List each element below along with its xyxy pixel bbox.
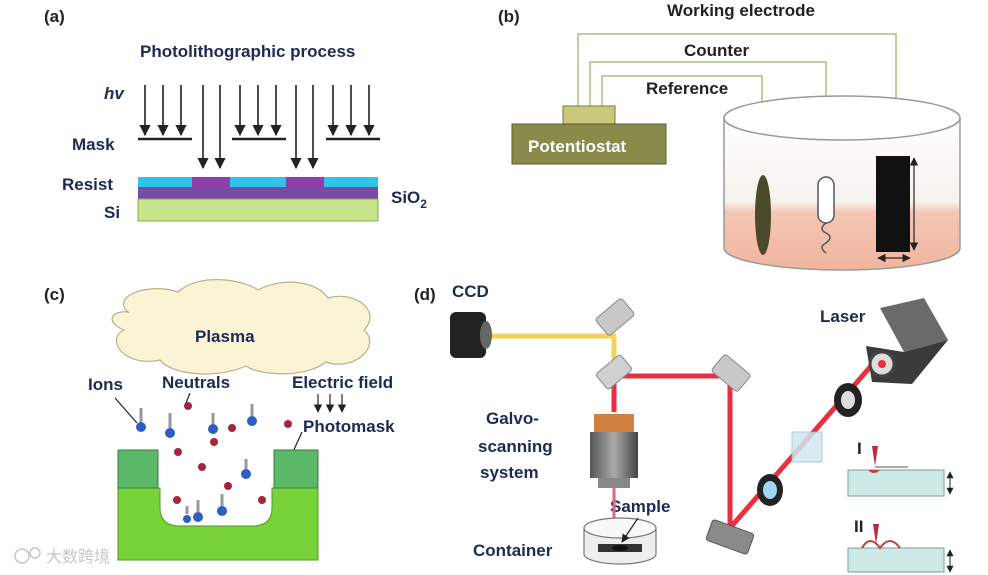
- ccd-camera: [450, 312, 492, 358]
- laser-label: Laser: [820, 307, 866, 326]
- panel-b: (b) Working electrode Counter Reference …: [498, 1, 961, 271]
- electric-field-label: Electric field: [292, 373, 393, 392]
- mirror-right: [711, 354, 751, 392]
- sio2-layer: [138, 187, 378, 199]
- galvo-label-line2: scanning: [478, 437, 553, 456]
- ion: [247, 404, 257, 426]
- si-layer: [137, 198, 379, 222]
- ccd-label: CCD: [452, 282, 489, 301]
- panel-d: (d) CCD Laser Galvo- scanning system Sam…: [414, 282, 954, 573]
- mirror-top: [595, 298, 635, 336]
- si-label: Si: [104, 203, 120, 222]
- counter-electrode: [817, 176, 835, 254]
- reference-electrode: [755, 175, 771, 255]
- ion: [165, 413, 175, 438]
- sample-label: Sample: [610, 497, 670, 516]
- panel-a: (a) Photolithographic process hv Mask Re…: [44, 7, 427, 222]
- galvo-scanner: [590, 414, 638, 488]
- container-label: Container: [473, 541, 553, 560]
- panel-d-tag: (d): [414, 285, 436, 304]
- substrate: [117, 487, 319, 561]
- galvo-label-line3: system: [480, 463, 539, 482]
- mask-label: Mask: [72, 135, 115, 154]
- photomask-label: Photomask: [303, 417, 395, 436]
- ion: [217, 494, 227, 516]
- sample-container: [583, 517, 657, 565]
- photomask-left: [117, 449, 159, 489]
- inset-i: I: [847, 439, 954, 497]
- light-arrows-short: [139, 85, 375, 137]
- mirror-dichroic: [596, 354, 632, 390]
- light-arrows-long: [197, 85, 319, 170]
- lens-upper: [834, 383, 862, 417]
- inset-i-label: I: [857, 439, 862, 458]
- laser-source: [866, 298, 948, 384]
- reference-label: Reference: [646, 79, 728, 98]
- neutral-particles: [173, 402, 292, 504]
- sio2-label: SiO2: [391, 188, 427, 211]
- potentiostat-label: Potentiostat: [528, 137, 627, 156]
- ions-label: Ions: [88, 375, 123, 394]
- ion: [193, 500, 203, 522]
- panel-b-tag: (b): [498, 7, 520, 26]
- panel-a-tag: (a): [44, 7, 65, 26]
- potentiostat-box: [511, 123, 667, 165]
- photomask-right: [273, 449, 319, 489]
- neutrals-label: Neutrals: [162, 373, 230, 392]
- ion: [241, 459, 251, 479]
- potentiostat-connector: [562, 105, 616, 125]
- ions-pointer: [114, 397, 138, 424]
- beam-splitter-cube: [791, 431, 823, 463]
- resist-layer: [138, 177, 378, 187]
- ion: [136, 408, 146, 432]
- galvo-label-line1: Galvo-: [486, 409, 539, 428]
- panel-c: (c) Plasma Ions Neutrals Electric field …: [44, 279, 395, 561]
- lens-lower: [757, 474, 783, 506]
- working-electrode: [876, 156, 910, 252]
- panel-c-tag: (c): [44, 285, 65, 304]
- electric-field-arrows: [313, 394, 347, 413]
- ion: [183, 506, 191, 523]
- counter-label: Counter: [684, 41, 750, 60]
- watermark-text: 大数跨境: [46, 547, 110, 566]
- inset-ii-label: II: [854, 517, 863, 536]
- ion: [208, 413, 218, 434]
- resist-label: Resist: [62, 175, 113, 194]
- watermark: 大数跨境: [14, 547, 110, 566]
- plasma-cloud: [111, 279, 371, 375]
- panel-a-title: Photolithographic process: [140, 42, 355, 61]
- inset-ii: II: [847, 517, 954, 573]
- neutrals-pointer: [185, 392, 191, 404]
- sample-pointer: [621, 517, 639, 543]
- hv-label: hv: [104, 84, 125, 103]
- plasma-label: Plasma: [195, 327, 255, 346]
- mirror-bottom: [705, 519, 755, 555]
- ion-particles: [136, 404, 257, 523]
- working-electrode-label: Working electrode: [667, 1, 815, 20]
